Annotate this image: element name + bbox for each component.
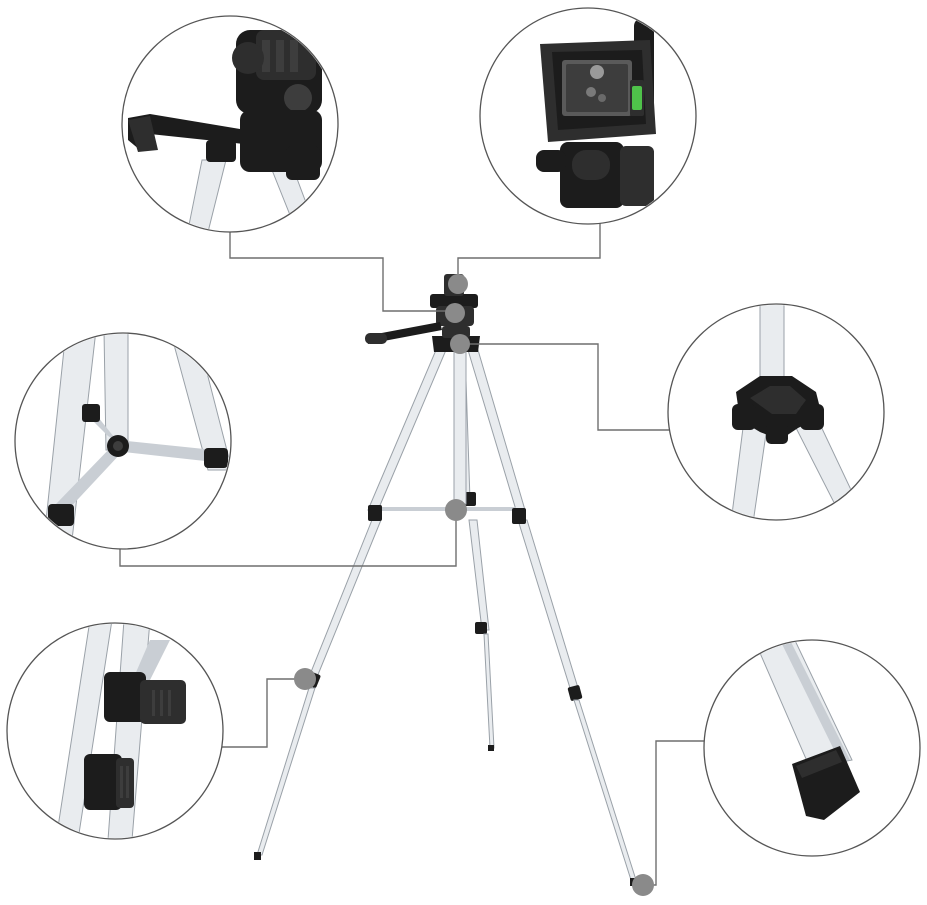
brace-icon bbox=[43, 334, 230, 541]
tripod-leg-left bbox=[254, 349, 447, 860]
marker-dot-pan-handle bbox=[445, 303, 465, 323]
leg-hub-icon bbox=[729, 305, 871, 519]
marker-dot-rubber-foot bbox=[632, 874, 654, 896]
callout-leg-flip-lock bbox=[6, 622, 224, 840]
callout-quick-release-plate bbox=[479, 7, 697, 225]
leader-center-brace bbox=[119, 510, 457, 567]
leader-leg-hub bbox=[460, 343, 669, 431]
leader-quick-release bbox=[457, 223, 601, 283]
callout-rubber-foot bbox=[703, 639, 921, 857]
callout-center-brace bbox=[14, 332, 232, 550]
leader-pan-handle bbox=[229, 231, 455, 312]
tripod-main bbox=[254, 274, 638, 886]
callout-leaders bbox=[119, 223, 705, 896]
leader-flip-lock bbox=[222, 678, 307, 748]
leader-rubber-foot bbox=[644, 740, 705, 886]
marker-dot-leg-hub bbox=[450, 334, 470, 354]
marker-dot-flip-lock bbox=[294, 668, 316, 690]
callout-leg-hub bbox=[667, 303, 885, 521]
rubber-foot-icon bbox=[749, 641, 860, 820]
quick-release-plate-icon bbox=[536, 18, 656, 208]
marker-dot-center-brace bbox=[445, 499, 467, 521]
callout-pan-handle-head bbox=[121, 15, 339, 233]
marker-dot-head-top bbox=[448, 274, 468, 294]
flip-lock-icon bbox=[55, 624, 186, 838]
